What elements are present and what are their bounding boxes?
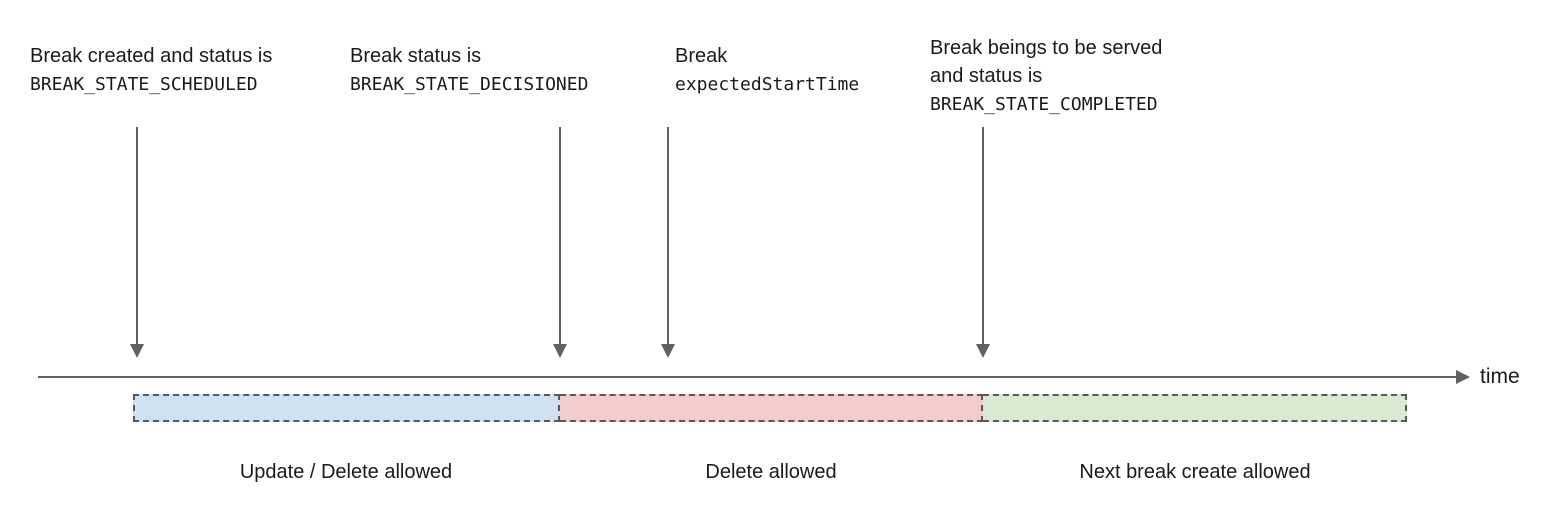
annotation-break-completed: Break beings to be served and status is … <box>930 34 1162 119</box>
arrow-stem <box>136 127 138 345</box>
annotation-code-text: BREAK_STATE_COMPLETED <box>930 94 1158 115</box>
arrow-stem <box>559 127 561 345</box>
annotation-code-text: BREAK_STATE_DECISIONED <box>350 74 589 95</box>
annotation-text: Break status is <box>350 45 482 67</box>
arrow-stem <box>667 127 669 345</box>
time-axis-line <box>38 376 1458 378</box>
arrow-right-icon <box>1456 370 1470 384</box>
segment-update-delete-allowed <box>133 394 560 422</box>
segment-label-update-delete-allowed: Update / Delete allowed <box>239 461 453 483</box>
annotation-break-scheduled: Break created and status is BREAK_STATE_… <box>30 42 272 99</box>
annotation-text: and status is <box>930 65 1043 87</box>
time-axis-label: time <box>1480 365 1520 388</box>
arrow-down-icon <box>661 344 675 358</box>
annotation-code-text: expectedStartTime <box>675 74 860 95</box>
arrow-stem <box>982 127 984 345</box>
segment-delete-allowed <box>560 394 983 422</box>
arrow-down-icon <box>976 344 990 358</box>
annotation-text: Break beings to be served <box>930 37 1163 59</box>
arrow-down-icon <box>130 344 144 358</box>
segment-label-next-break-create-allowed: Next break create allowed <box>1079 461 1311 483</box>
annotation-code-text: BREAK_STATE_SCHEDULED <box>30 74 258 95</box>
annotation-break-decisioned: Break status is BREAK_STATE_DECISIONED <box>350 42 588 99</box>
arrow-down-icon <box>553 344 567 358</box>
annotation-text: Break created and status is <box>30 45 273 67</box>
annotation-expected-start-time: Break expectedStartTime <box>675 42 859 99</box>
segment-label-delete-allowed: Delete allowed <box>705 461 837 483</box>
segment-next-break-create-allowed <box>983 394 1407 422</box>
annotation-text: Break <box>675 45 728 67</box>
